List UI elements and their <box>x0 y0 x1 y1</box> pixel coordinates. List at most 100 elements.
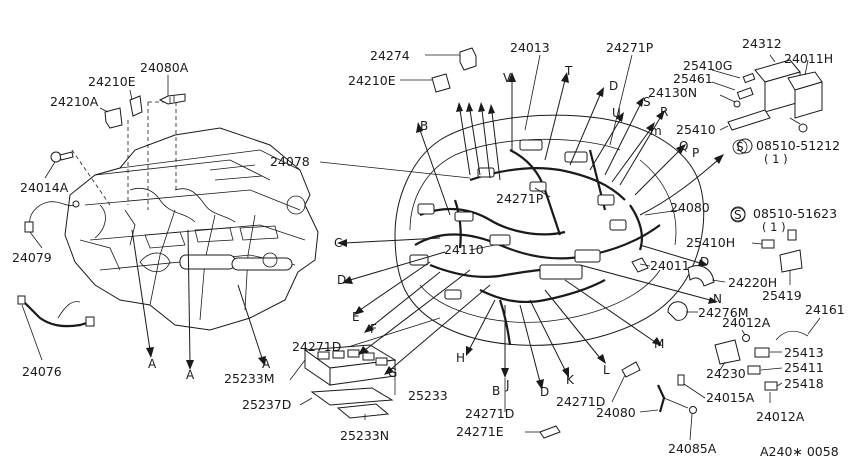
label-24013: 24013 <box>510 40 550 55</box>
part-25413-relay <box>754 347 770 358</box>
label-08510-51623: 08510-51623 <box>753 206 837 221</box>
letter-D-right: D <box>700 255 709 269</box>
letter-N: N <box>713 292 722 306</box>
label-circle-S-1: S <box>736 140 744 154</box>
engine-block-drawing <box>64 127 319 331</box>
part-24011H-holder <box>787 71 823 119</box>
label-08510-51212: 08510-51212 <box>756 138 840 153</box>
part-24271E-clip <box>539 425 561 439</box>
label-24276M: 24276M <box>698 305 749 320</box>
part-25233M-relay-block <box>303 344 397 386</box>
part-24080-bottom-harness <box>657 384 689 413</box>
letter-L: L <box>603 363 610 377</box>
letter-J: J <box>505 378 510 392</box>
letter-S: S <box>643 95 651 109</box>
label-circle-S-2: S <box>734 208 742 222</box>
letter-A-1: A <box>148 357 157 371</box>
letter-M: M <box>654 337 664 351</box>
label-24210E-left: 24210E <box>88 74 136 89</box>
part-24276M-grommet <box>667 301 688 321</box>
letter-T: T <box>564 64 573 78</box>
label-24210A: 24210A <box>50 94 99 109</box>
label-24014A: 24014A <box>20 180 69 195</box>
label-24210E-top: 24210E <box>348 73 396 88</box>
letter-E: E <box>352 310 360 324</box>
part-24080A-bolt <box>158 93 186 105</box>
label-24011H: 24011H <box>784 51 833 66</box>
label-24076: 24076 <box>22 364 62 379</box>
part-24210E-clip-top <box>431 73 451 93</box>
part-24011-clip <box>631 257 649 273</box>
letter-F: F <box>370 322 377 336</box>
label-25410H: 25410H <box>686 235 735 250</box>
part-25233N-bracket <box>336 403 390 419</box>
label-24012A-top: 24012A <box>722 315 771 330</box>
part-24130N-nut <box>733 100 741 108</box>
label-25411: 25411 <box>784 360 824 375</box>
label-24220H: 24220H <box>728 275 777 290</box>
part-24161-wire <box>775 330 809 341</box>
leader-lines <box>21 54 821 441</box>
part-24014A-bolt <box>50 151 74 163</box>
letter-G: G <box>388 366 397 380</box>
part-25461-fuse <box>736 87 754 100</box>
label-24078: 24078 <box>270 154 310 169</box>
letter-B-bot: B <box>492 384 500 398</box>
part-24271D-clip-right <box>621 361 641 378</box>
label-25233M: 25233M <box>224 371 275 386</box>
letter-P: P <box>692 146 699 160</box>
label-24080-mid: 24080 <box>670 200 710 215</box>
diagram-reference: A240∗ 0058 <box>760 444 839 459</box>
label-25418: 25418 <box>784 376 824 391</box>
label-24015A: 24015A <box>706 390 755 405</box>
letter-D-bot: D <box>540 385 549 399</box>
part-25411-relay <box>747 365 761 375</box>
part-24085A-bolt <box>689 406 697 414</box>
callout-letters: V T D U S m R Q P B C D E F G H B J D K … <box>148 64 722 399</box>
label-24230: 24230 <box>706 366 746 381</box>
letter-Q: Q <box>679 139 688 153</box>
letter-B-top: B <box>420 119 428 133</box>
part-25410-fusible-link <box>727 109 808 133</box>
letter-V: V <box>503 71 512 85</box>
part-25418-relay <box>764 381 778 391</box>
part-24210E-clip-left <box>129 95 143 117</box>
label-08510-51623-qty: ( 1 ) <box>762 220 786 234</box>
label-25410G: 25410G <box>683 58 732 73</box>
engine-guide-lines <box>71 101 177 210</box>
letter-R: R <box>660 105 668 119</box>
label-24271P-mid: 24271P <box>496 191 544 206</box>
part-25419-bracket <box>779 249 803 273</box>
label-25233: 25233 <box>408 388 448 403</box>
letter-D-left: D <box>337 273 346 287</box>
part-24012A-bolt-top <box>742 334 750 342</box>
arrow-heads <box>146 72 724 390</box>
part-25410G-fuse <box>742 72 756 84</box>
letter-U: U <box>612 106 621 120</box>
part-24210A-clip <box>104 107 123 129</box>
part-number-labels: 24274 24013 24271P 24312 25410G 24011H 2… <box>12 36 845 459</box>
part-25410H-link <box>761 239 775 249</box>
s-circle-marks <box>730 139 748 223</box>
label-08510-51212-qty: ( 1 ) <box>764 152 788 166</box>
letter-m: m <box>650 124 662 138</box>
label-25410: 25410 <box>676 122 716 137</box>
letter-A-3: A <box>262 357 271 371</box>
label-24079: 24079 <box>12 250 52 265</box>
letter-H: H <box>456 351 465 365</box>
letter-D-top: D <box>609 79 618 93</box>
label-24085A: 24085A <box>668 441 717 456</box>
label-24080-bot: 24080 <box>596 405 636 420</box>
label-25413: 25413 <box>784 345 824 360</box>
label-25419: 25419 <box>762 288 802 303</box>
label-24011: 24011 <box>650 258 690 273</box>
label-24161: 24161 <box>805 302 845 317</box>
part-24220H-clamp <box>687 265 715 287</box>
part-24015A-bolt <box>677 374 685 386</box>
label-24271E: 24271E <box>456 424 504 439</box>
label-24274: 24274 <box>370 48 410 63</box>
part-25237D-cover <box>310 387 394 406</box>
part-08510-51212-screw <box>737 138 753 154</box>
